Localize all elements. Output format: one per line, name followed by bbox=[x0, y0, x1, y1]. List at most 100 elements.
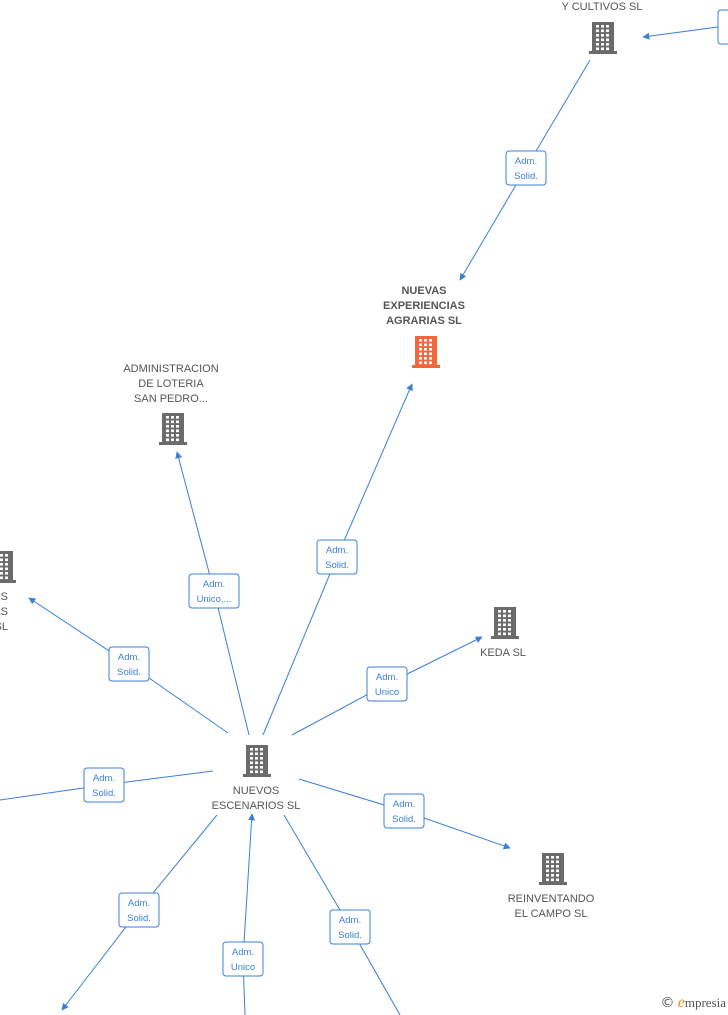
building-window bbox=[508, 610, 511, 613]
building-window bbox=[171, 416, 174, 419]
building-window bbox=[546, 865, 549, 868]
building-window bbox=[424, 348, 427, 351]
building-window bbox=[429, 343, 432, 347]
building-window bbox=[255, 761, 258, 765]
building-window bbox=[176, 434, 179, 437]
edge-label-text: Unico bbox=[375, 687, 399, 698]
node-label-nuevos-esc[interactable]: NUEVOS bbox=[233, 785, 279, 797]
edge-label-text: Adm. bbox=[203, 579, 225, 590]
building-window bbox=[0, 576, 3, 580]
node-label-nuevos-esc[interactable]: ESCENARIOS SL bbox=[212, 800, 301, 812]
node-label-left-partial[interactable]: NTES bbox=[0, 606, 8, 618]
building-window bbox=[424, 361, 427, 365]
building-window bbox=[250, 766, 253, 769]
building-window bbox=[419, 348, 422, 351]
edge-label-box[interactable] bbox=[188, 573, 240, 609]
building-window bbox=[424, 343, 427, 347]
building-icon-loteria[interactable] bbox=[159, 413, 187, 445]
node-label-reinventando[interactable]: REINVENTANDO bbox=[508, 893, 595, 905]
building-window bbox=[508, 632, 511, 636]
building-window bbox=[498, 623, 501, 627]
edge-label-text: Solid. bbox=[338, 930, 362, 941]
building-window bbox=[260, 770, 263, 774]
building-window bbox=[546, 869, 549, 873]
edge-label-text: Adm. bbox=[339, 915, 361, 926]
node-label-loteria[interactable]: ADMINISTRACION bbox=[123, 363, 218, 375]
edge-label-text: Solid. bbox=[117, 667, 141, 678]
edge-label-box[interactable] bbox=[118, 892, 160, 928]
building-icon-nuevos-esc[interactable] bbox=[243, 745, 271, 777]
building-window bbox=[546, 878, 549, 882]
building-base bbox=[589, 51, 617, 54]
building-window bbox=[503, 628, 506, 631]
building-window bbox=[5, 558, 8, 562]
building-window bbox=[498, 628, 501, 631]
building-window bbox=[0, 567, 3, 571]
node-label-nuevas-exp[interactable]: EXPERIENCIAS bbox=[383, 300, 465, 312]
edge-label-box[interactable] bbox=[329, 909, 371, 945]
node-label-nuevas-exp[interactable]: AGRARIAS SL bbox=[386, 315, 462, 327]
building-window bbox=[508, 614, 511, 618]
edge-label-text: Adm. bbox=[393, 799, 415, 810]
edge-label-text: Solid. bbox=[392, 814, 416, 825]
building-window bbox=[546, 874, 549, 877]
edge-label-text: Solid. bbox=[127, 913, 151, 924]
building-window bbox=[508, 628, 511, 631]
building-window bbox=[556, 874, 559, 877]
edge-label-box[interactable] bbox=[83, 767, 125, 803]
building-icon-nuevas-exp[interactable] bbox=[412, 336, 440, 368]
building-window bbox=[429, 357, 432, 360]
brand-initial: e bbox=[677, 994, 685, 1011]
building-window bbox=[606, 47, 609, 51]
building-icon-cultivos[interactable] bbox=[589, 22, 617, 54]
building-window bbox=[596, 38, 599, 42]
building-window bbox=[171, 434, 174, 437]
building-base bbox=[412, 365, 440, 368]
node-label-keda[interactable]: KEDA SL bbox=[480, 647, 526, 659]
building-window bbox=[250, 770, 253, 774]
node-label-left-partial[interactable]: OS bbox=[0, 591, 8, 603]
edge-label-box[interactable] bbox=[108, 646, 150, 682]
edge-label-box-partial[interactable] bbox=[717, 9, 728, 45]
edge-label-text: Adm. bbox=[93, 773, 115, 784]
edge-label-text: Solid. bbox=[514, 171, 538, 182]
building-window bbox=[551, 865, 554, 868]
building-window bbox=[546, 860, 549, 864]
building-window bbox=[429, 339, 432, 342]
building-window bbox=[260, 757, 263, 760]
building-window bbox=[255, 757, 258, 760]
building-window bbox=[601, 29, 604, 33]
building-window bbox=[551, 856, 554, 859]
building-window bbox=[556, 869, 559, 873]
building-icon-reinventando[interactable] bbox=[539, 853, 567, 885]
building-window bbox=[546, 856, 549, 859]
building-window bbox=[551, 860, 554, 864]
building-window bbox=[606, 43, 609, 46]
node-label-cultivos[interactable]: Y CULTIVOS SL bbox=[562, 1, 643, 13]
building-icon-keda[interactable] bbox=[491, 607, 519, 639]
node-label-loteria[interactable]: SAN PEDRO... bbox=[134, 393, 208, 405]
building-window bbox=[419, 361, 422, 365]
building-window bbox=[429, 348, 432, 351]
edge-label-box[interactable] bbox=[366, 666, 408, 702]
building-window bbox=[556, 865, 559, 868]
edge-label-text: Adm. bbox=[128, 898, 150, 909]
edge-label-box[interactable] bbox=[316, 539, 358, 575]
building-window bbox=[260, 752, 263, 756]
building-window bbox=[260, 761, 263, 765]
building-window bbox=[508, 623, 511, 627]
node-label-reinventando[interactable]: EL CAMPO SL bbox=[515, 908, 588, 920]
edge-label-box[interactable] bbox=[505, 150, 547, 186]
node-label-nuevas-exp[interactable]: NUEVAS bbox=[401, 285, 446, 297]
node-label-left-partial[interactable]: OS SL bbox=[0, 621, 8, 633]
copyright-symbol: © bbox=[660, 995, 675, 1011]
building-icon-left-partial[interactable] bbox=[0, 551, 16, 583]
edge-label-box[interactable] bbox=[222, 941, 264, 977]
edge-line-e9 bbox=[242, 813, 256, 1015]
building-window bbox=[176, 425, 179, 428]
edge-label-box[interactable] bbox=[383, 793, 425, 829]
node-label-loteria[interactable]: DE LOTERIA bbox=[138, 378, 204, 390]
edge-cultivos-incoming bbox=[642, 26, 719, 40]
brand-name: mpresia bbox=[684, 995, 726, 1010]
